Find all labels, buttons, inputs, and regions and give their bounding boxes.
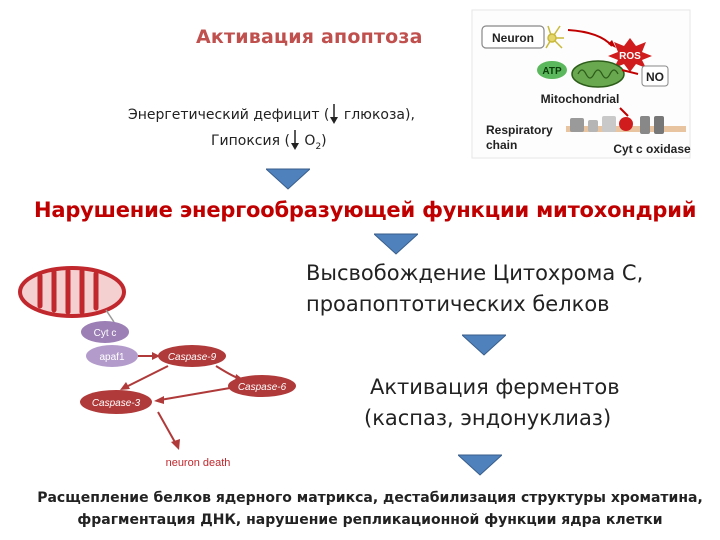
cause-glucose-text: глюкоза),: [339, 107, 415, 123]
mitochondrion-cross-section-icon: [18, 266, 126, 318]
final-line1: Расщепление белков ядерного матрикса, де…: [37, 490, 703, 506]
cause-hypoxia-end: ): [321, 133, 327, 149]
down-arrow-icon: [290, 130, 300, 150]
final-line2: фрагментация ДНК, нарушение репликационн…: [77, 512, 663, 528]
cyt-c-node: [81, 321, 129, 343]
flow-arrow-2: [374, 233, 418, 255]
cause-hypoxia: Гипоксия ( O2): [211, 130, 327, 152]
atp-badge: [537, 61, 567, 79]
apaf1-label: apaf1: [99, 352, 124, 363]
step1-line1: Высвобождение Цитохрома С,: [306, 261, 644, 285]
step-cytochrome-release: Высвобождение Цитохрома С, проапоптотиче…: [306, 258, 643, 320]
page-title: Активация апоптоза: [196, 26, 423, 48]
neuron-death-label: neuron death: [166, 457, 231, 469]
caspase3-node: [80, 390, 152, 414]
cause-o2-subscript: 2: [315, 141, 322, 152]
step1-line2: проапоптотических белков: [306, 292, 610, 316]
neuron-label: Neuron: [492, 31, 534, 45]
respiratory-complex-icons: [570, 116, 664, 134]
flow-arrow-3: [462, 334, 506, 356]
no-label: NO: [646, 70, 664, 84]
caspase9-node: [158, 345, 226, 367]
step-enzyme-activation: Активация ферментов (каспаз, эндонуклиаз…: [364, 372, 620, 434]
main-headline: Нарушение энергообразующей функции митох…: [34, 198, 697, 222]
cause-hypoxia-text: Гипоксия (: [211, 133, 290, 149]
caspase9-label: Caspase-9: [168, 352, 217, 363]
ros-label: ROS: [619, 51, 641, 62]
caspase6-node: [228, 375, 296, 397]
cyt-c-label: Cyt c: [94, 328, 117, 339]
down-arrow-icon: [329, 104, 339, 124]
step2-line1: Активация ферментов: [370, 375, 620, 399]
respiratory-label-2: chain: [486, 138, 517, 152]
step2-line2: (каспаз, эндонуклиаз): [364, 406, 612, 430]
no-label-box: [641, 65, 669, 87]
neuron-cell-icon: [545, 25, 564, 49]
cause-o2-text: O: [299, 133, 316, 149]
mitochondrion-icon: [571, 60, 625, 88]
cause-energy-deficit: Энергетический дефицит ( глюкоза),: [128, 104, 415, 124]
caspase3-label: Caspase-3: [92, 398, 141, 409]
mitochondria-figure: Neuron ROS NO ATP Mitochondrial Respirat…: [471, 9, 691, 159]
neuron-label-box: [481, 25, 545, 49]
caspase6-label: Caspase-6: [238, 382, 287, 393]
cyt-oxidase-label: Cyt c oxidase: [613, 142, 691, 156]
mitochondrial-label: Mitochondrial: [541, 92, 620, 106]
ros-burst-icon: [608, 38, 652, 72]
cause-energy-text: Энергетический дефицит (: [128, 107, 330, 123]
flow-arrow-1: [266, 168, 310, 190]
apaf1-node: [86, 345, 138, 367]
atp-label: ATP: [542, 66, 562, 77]
final-outcome: Расщепление белков ядерного матрикса, де…: [30, 487, 710, 531]
flow-arrow-4: [458, 454, 502, 476]
respiratory-label-1: Respiratory: [486, 123, 553, 137]
caspase-cascade-figure: Cyt c apaf1 Caspase-9 Caspase-6 Caspase-…: [18, 266, 296, 469]
